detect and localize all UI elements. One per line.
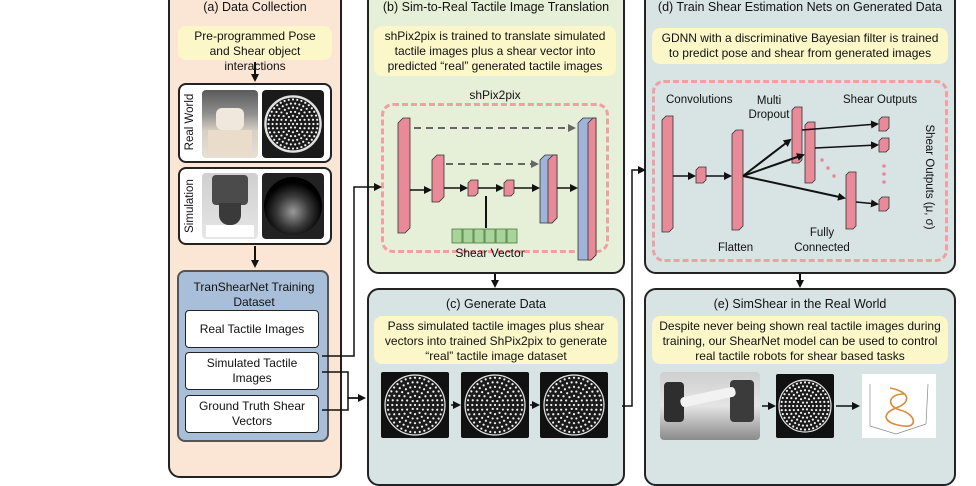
panel-a-note: Pre-programmed Pose and Shear object int… xyxy=(178,26,332,73)
panel-d-title: (d) Train Shear Estimation Nets on Gener… xyxy=(657,0,943,14)
3d-trajectory-plot xyxy=(862,374,936,438)
shpix2pix-region xyxy=(381,103,609,253)
real-tactile-pins xyxy=(264,95,322,153)
real-world-robot-photo xyxy=(202,90,258,158)
multi-dropout-label: Multi Dropout xyxy=(748,95,790,121)
convolutions-label: Convolutions xyxy=(666,94,733,106)
arrow-shear-vectors-to-generate xyxy=(322,394,366,411)
unet-decoder-2-pink xyxy=(547,154,558,224)
shear-vector-cell xyxy=(473,228,485,244)
dropout-layer-2 xyxy=(804,121,816,184)
ellipsis-dots xyxy=(820,158,886,184)
output-1 xyxy=(878,116,890,132)
shear-vector-cell xyxy=(484,228,496,244)
panel-c-note: Pass simulated tactile images plus shear… xyxy=(374,316,618,364)
panel-c-title: (c) Generate Data xyxy=(445,297,547,311)
panel-e-note: Despite never being shown real tactile i… xyxy=(652,316,948,364)
dataset-item-real-images: Real Tactile Images xyxy=(185,310,319,348)
unet-bottleneck-2 xyxy=(503,179,515,197)
conv-layer-2 xyxy=(695,166,707,184)
panel-b-note: shPix2pix is trained to translate simula… xyxy=(374,26,616,76)
real-world-tactile-image xyxy=(776,374,834,438)
flatten-label: Flatten xyxy=(718,242,754,254)
arrow-c-to-d xyxy=(622,166,646,407)
arrow-sim-images-to-shpix2pix xyxy=(322,183,382,357)
panel-a-title: (a) Data Collection xyxy=(203,0,307,14)
panel-b-title: (b) Sim-to-Real Tactile Image Translatio… xyxy=(382,0,610,14)
dataset-item-simulated-images: Simulated Tactile Images xyxy=(185,352,319,390)
simulated-depth-map xyxy=(264,177,322,235)
unet-encoder-1 xyxy=(397,117,411,234)
unet-decoder-1-pink xyxy=(587,117,597,261)
diagram-overlay xyxy=(251,62,936,438)
dropout-layer-1 xyxy=(791,106,803,164)
shear-vector-cell xyxy=(451,228,463,244)
shear-vector-cell xyxy=(506,228,518,244)
shear-net-layers xyxy=(661,106,890,233)
output-3 xyxy=(878,196,890,212)
panel-e-title: (e) SimShear in the Real World xyxy=(713,297,887,311)
shear-outputs-label: Shear Outputs xyxy=(843,94,918,106)
simulated-tactile-image xyxy=(262,173,324,239)
conv-layer-1 xyxy=(661,115,674,233)
shpix2pix-label: shPix2pix xyxy=(469,88,521,102)
dataset-item-shear-vectors: Ground Truth Shear Vectors xyxy=(185,395,319,433)
unet-layers xyxy=(397,117,597,261)
flatten-layer xyxy=(731,129,744,231)
panel-d-note: GDNN with a discriminative Bayesian filt… xyxy=(652,28,948,64)
arrow-sim-images-to-generate xyxy=(322,371,364,399)
training-dataset-title: TranShearNet Training Dataset xyxy=(193,280,315,309)
real-tactile-image xyxy=(262,90,324,158)
unet-encoder-2 xyxy=(431,154,445,203)
output-2 xyxy=(878,137,890,153)
simulation-robot-render xyxy=(202,173,258,239)
dropout-layer-3 xyxy=(845,171,857,230)
shear-net-region xyxy=(652,80,948,262)
shear-vector-blocks xyxy=(451,228,518,244)
generated-tactile-images xyxy=(381,372,608,438)
shear-vector-cell xyxy=(495,228,507,244)
unet-bottleneck-1 xyxy=(467,179,479,197)
shear-vector-label: Shear Vector xyxy=(455,246,525,260)
fully-connected-label: Fully Connected xyxy=(794,227,850,254)
shear-vector-cell xyxy=(462,228,474,244)
real-robot-photo xyxy=(660,372,760,440)
